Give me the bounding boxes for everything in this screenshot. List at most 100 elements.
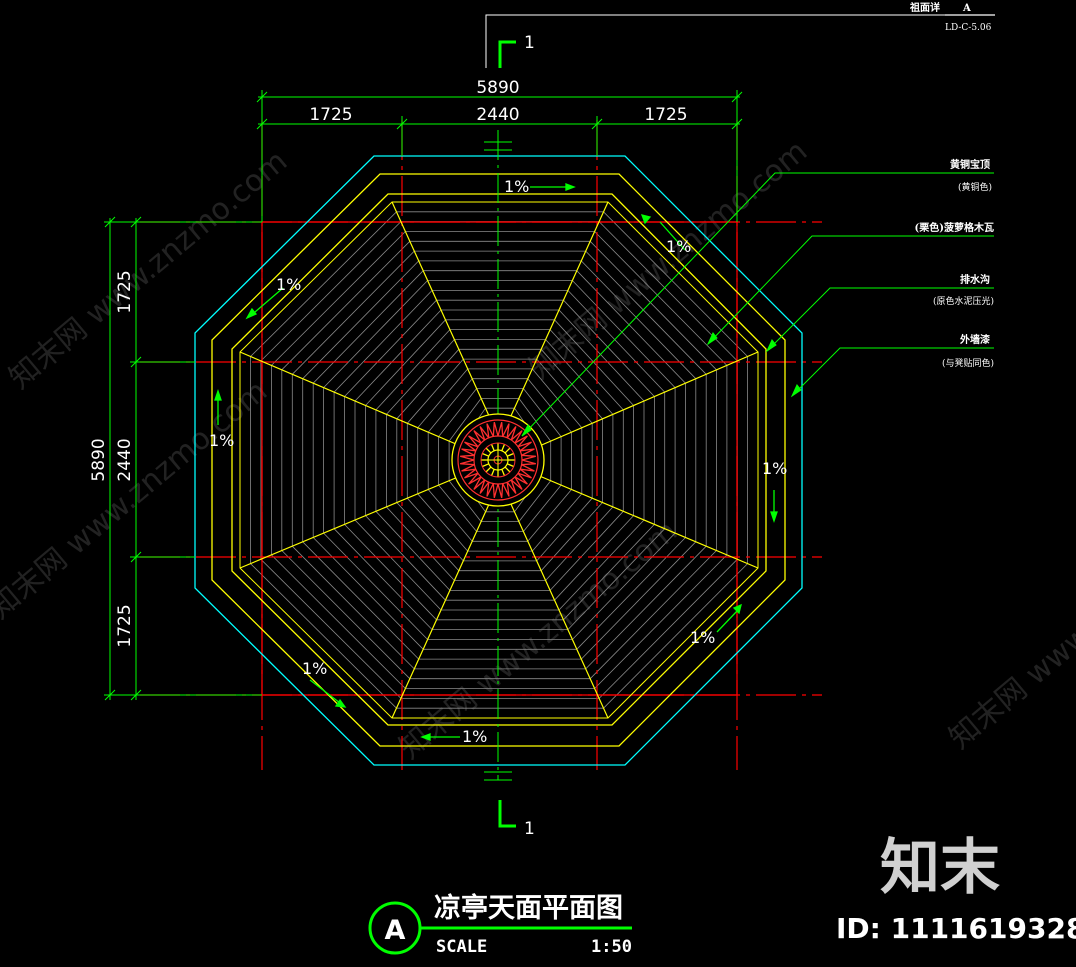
hatch-line [523,388,562,437]
hatch-line [531,368,583,428]
hatch-line [540,502,603,571]
hatch-line [518,398,552,442]
finial-spoke [501,444,506,452]
finial-petal [514,472,528,485]
finial-petal [461,464,476,472]
drawing-id: ID: 1111619328 [836,912,1076,945]
hatch-line [427,378,473,433]
dim-left-middle: 2440 [115,438,135,481]
hatch-line [549,511,624,591]
slope-label-bottom-left: 1% [302,659,327,678]
hatch-line [581,541,697,660]
leader-lines [521,172,994,437]
finial-spoke [504,447,511,454]
hatch-line [585,250,707,375]
finial-petal [479,479,490,494]
drawing-title: 凉亭天面平面图 [434,892,623,924]
scale-value: 1:50 [591,937,632,957]
finial-petal [520,448,535,456]
finial-petal [486,423,494,438]
slope-label-top: 1% [504,177,529,196]
hatch-line [396,349,460,420]
finial-petal [497,483,504,498]
hatch-line [333,290,433,393]
hatch-line [531,493,583,552]
hatch-line [594,554,728,689]
hatch-line [365,319,446,406]
finial-spoke [482,463,490,468]
note-wall-paint: 外墙漆 [959,333,990,346]
hip-lines [239,201,759,719]
hatch-line [323,532,428,640]
note-wood-tile: (栗色)菠萝格木瓦 [915,221,994,234]
detail-reference: 祖面详 A LD-C-5.06 [485,1,995,68]
hatch-line [567,290,665,393]
finial-petal [517,468,532,479]
finial-petal [473,476,486,490]
hatch-line [572,280,676,388]
finial-petal [464,441,479,452]
dim-top-middle: 2440 [476,105,519,125]
hatch-line [598,559,738,699]
section-mark-bottom [498,800,516,828]
hatch-line [406,358,464,424]
hatch-line [365,515,446,601]
brand-logo: 知末 [880,833,1000,903]
finial-spoke [485,447,492,454]
hatch-line [344,299,437,397]
finial-petal [468,472,482,485]
section-mark-bottom-label: 1 [524,819,535,839]
hatch-line [589,550,717,679]
slope-label-right: 1% [762,459,787,478]
hatch-line [563,524,655,621]
finial-petal [479,426,490,441]
hatch-line [417,368,469,428]
hatch-line [523,484,562,532]
note-brass-finial-sub: (黄铜色) [958,181,992,193]
hatch-line [271,231,406,366]
hatch-line [354,309,442,402]
hatch-line [407,497,464,562]
hatch-line [448,398,482,442]
hatch-line [312,537,424,650]
finial-petal [486,482,494,497]
finial-petal [468,435,482,448]
finial-spoke [490,444,495,452]
finial-petal [473,430,486,444]
hatch-line [386,506,455,581]
detail-ref-label: 祖面详 [909,1,940,14]
finial-petal [492,483,499,498]
hatch-line [567,528,665,630]
section-mark-top-label: 1 [524,33,535,53]
finial-petal [510,430,523,444]
hatch-line [438,388,477,437]
dim-top-right: 1725 [644,105,687,125]
slope-label-top-left: 1% [276,275,301,294]
finial-petal [506,479,517,494]
hatch-line [558,309,645,402]
finial-petal [521,459,536,466]
hatch-line [344,524,437,621]
detail-ref-letter: A [962,3,971,14]
finial-ornament [451,413,545,507]
hatch-line [292,250,415,375]
finial-petal [502,423,510,438]
section-mark-top [498,40,516,68]
left-dimensions [104,216,262,701]
finial-petal [492,422,499,437]
hatch-line [281,550,411,679]
hatch-line [558,519,645,611]
finial-petal [517,441,532,452]
octagon-outlines [194,155,803,766]
note-gutter-sub: (原色水泥压光) [933,295,994,307]
finial-petal [510,476,523,490]
slope-label-bottom: 1% [462,727,487,746]
dim-left-bottom: 1725 [115,604,135,647]
finial-spoke [482,452,490,457]
hatch-line [527,489,572,542]
hatch-line [603,563,748,709]
slope-label-left: 1% [209,431,234,450]
title-block: A 凉亭天面平面图 SCALE 1:50 [368,892,632,957]
slope-label-bottom-right: 1% [690,628,715,647]
